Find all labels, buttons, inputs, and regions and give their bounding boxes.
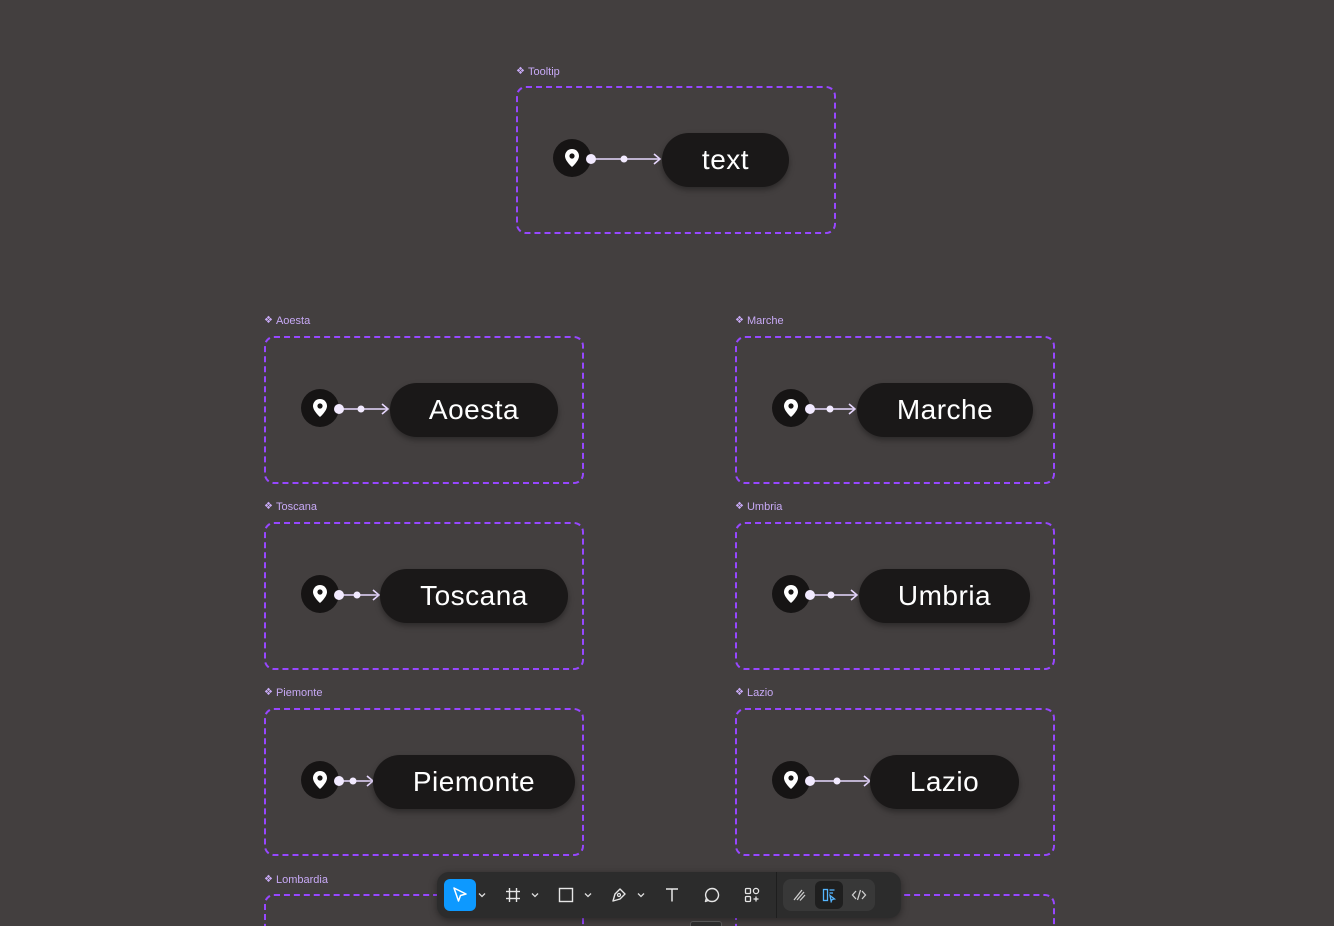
- shape-tool-dropdown[interactable]: [582, 879, 594, 911]
- frame-hash-icon: [506, 888, 520, 902]
- component-icon: ❖: [264, 874, 273, 885]
- draw-mode-button[interactable]: [785, 881, 813, 909]
- toolbar-divider: [776, 872, 777, 918]
- location-pin-icon: [772, 389, 810, 427]
- location-pin-icon: [301, 575, 339, 613]
- component-frame-toscana[interactable]: [264, 522, 584, 670]
- components-grid-icon: [744, 887, 760, 903]
- pen-tool-button[interactable]: [603, 879, 635, 911]
- chevron-down-icon: [584, 893, 592, 898]
- shape-tool-button[interactable]: [550, 879, 582, 911]
- code-brackets-icon: [851, 889, 867, 901]
- component-icon: ❖: [264, 501, 273, 512]
- move-tool-dropdown[interactable]: [476, 879, 488, 911]
- frame-tool-button[interactable]: [497, 879, 529, 911]
- design-mode-button[interactable]: [815, 881, 843, 909]
- toolbar-handle[interactable]: [690, 921, 722, 926]
- component-icon: ❖: [264, 315, 273, 326]
- component-frame-umbria[interactable]: [735, 522, 1055, 670]
- bottom-toolbar: [437, 872, 901, 918]
- component-label-lombardia[interactable]: ❖ Lombardia: [264, 874, 328, 886]
- dev-mode-button[interactable]: [845, 881, 873, 909]
- cursor-arrow-icon: [453, 887, 467, 902]
- component-icon: ❖: [735, 687, 744, 698]
- component-frame-piemonte[interactable]: [264, 708, 584, 856]
- region-pill-toscana[interactable]: Toscana: [380, 569, 568, 623]
- component-label-lazio[interactable]: ❖ Lazio: [735, 687, 774, 699]
- chevron-down-icon: [478, 893, 486, 898]
- location-pin-icon: [772, 761, 810, 799]
- pen-nib-icon: [612, 888, 626, 902]
- location-pin-icon: [301, 761, 339, 799]
- component-label-umbria[interactable]: ❖ Umbria: [735, 501, 783, 513]
- connector-arrow-icon: [334, 775, 375, 787]
- connector-arrow-icon: [586, 153, 662, 165]
- component-icon: ❖: [735, 501, 744, 512]
- chevron-down-icon: [531, 893, 539, 898]
- rectangle-icon: [558, 887, 574, 903]
- comment-bubble-icon: [704, 887, 720, 903]
- frame-tool-dropdown[interactable]: [529, 879, 541, 911]
- mode-switcher: [783, 879, 875, 911]
- location-pin-icon: [772, 575, 810, 613]
- connector-arrow-icon: [334, 403, 390, 415]
- component-icon: ❖: [735, 315, 744, 326]
- location-pin-icon: [553, 139, 591, 177]
- connector-arrow-icon: [805, 775, 872, 787]
- draw-pen-icon: [793, 889, 806, 901]
- component-icon: ❖: [516, 66, 525, 77]
- comment-tool-button[interactable]: [696, 879, 728, 911]
- component-label-toscana[interactable]: ❖ Toscana: [264, 501, 317, 513]
- component-frame-aoesta[interactable]: [264, 336, 584, 484]
- connector-arrow-icon: [334, 589, 381, 601]
- tooltip-pill[interactable]: text: [662, 133, 789, 187]
- region-pill-lazio[interactable]: Lazio: [870, 755, 1019, 809]
- design-layers-icon: [822, 888, 837, 903]
- move-tool-button[interactable]: [444, 879, 476, 911]
- connector-arrow-icon: [805, 403, 857, 415]
- region-pill-umbria[interactable]: Umbria: [859, 569, 1030, 623]
- text-tool-button[interactable]: [656, 879, 688, 911]
- connector-arrow-icon: [805, 589, 859, 601]
- component-frame-marche[interactable]: [735, 336, 1055, 484]
- component-icon: ❖: [264, 687, 273, 698]
- actions-tool-button[interactable]: [736, 879, 768, 911]
- location-pin-icon: [301, 389, 339, 427]
- text-t-icon: [666, 888, 678, 902]
- component-frame-lazio[interactable]: [735, 708, 1055, 856]
- region-pill-aoesta[interactable]: Aoesta: [390, 383, 558, 437]
- region-pill-piemonte[interactable]: Piemonte: [373, 755, 575, 809]
- chevron-down-icon: [637, 893, 645, 898]
- component-frame-tooltip[interactable]: [516, 86, 836, 234]
- component-label-tooltip[interactable]: ❖ Tooltip: [516, 66, 560, 78]
- region-pill-marche[interactable]: Marche: [857, 383, 1033, 437]
- component-label-aoesta[interactable]: ❖ Aoesta: [264, 315, 311, 327]
- component-label-marche[interactable]: ❖ Marche: [735, 315, 784, 327]
- component-label-piemonte[interactable]: ❖ Piemonte: [264, 687, 323, 699]
- pen-tool-dropdown[interactable]: [635, 879, 647, 911]
